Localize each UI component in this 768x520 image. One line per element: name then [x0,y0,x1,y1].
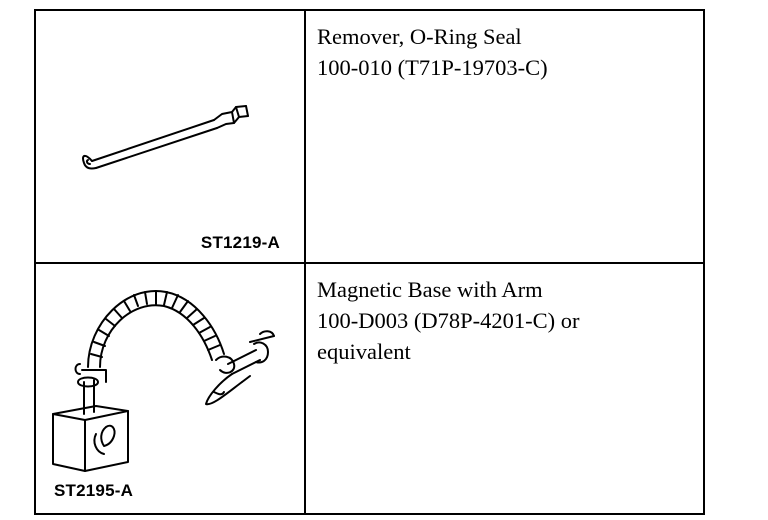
column-divider [304,264,306,513]
tool-description-cell: Remover, O-Ring Seal 100-010 (T71P-19703… [306,11,703,262]
description-line: 100-010 (T71P-19703-C) [317,55,548,80]
o-ring-seal-remover-icon [82,105,249,170]
column-divider [304,11,306,262]
description-line: Remover, O-Ring Seal [317,24,522,49]
tool-illustration-cell: ST2195-A [36,264,304,513]
tool-row: ST1219-A Remover, O-Ring Seal 100-010 (T… [36,11,703,264]
tool-description: Remover, O-Ring Seal 100-010 (T71P-19703… [317,21,548,83]
figure-label: ST2195-A [54,481,134,500]
tool-description: Magnetic Base with Arm 100-D003 (D78P-42… [317,274,579,367]
description-line: equivalent [317,339,411,364]
figure-label: ST1219-A [200,233,280,252]
description-line: Magnetic Base with Arm [317,277,543,302]
description-line: 100-D003 (D78P-4201-C) or [317,308,580,333]
magnetic-base-with-arm-icon [52,289,275,472]
tool-row: ST2195-A Magnetic Base with Arm 100-D003… [36,264,703,513]
tool-illustration-cell: ST1219-A [36,11,304,262]
tool-description-cell: Magnetic Base with Arm 100-D003 (D78P-42… [306,264,703,513]
special-tools-table: ST1219-A Remover, O-Ring Seal 100-010 (T… [34,9,705,515]
